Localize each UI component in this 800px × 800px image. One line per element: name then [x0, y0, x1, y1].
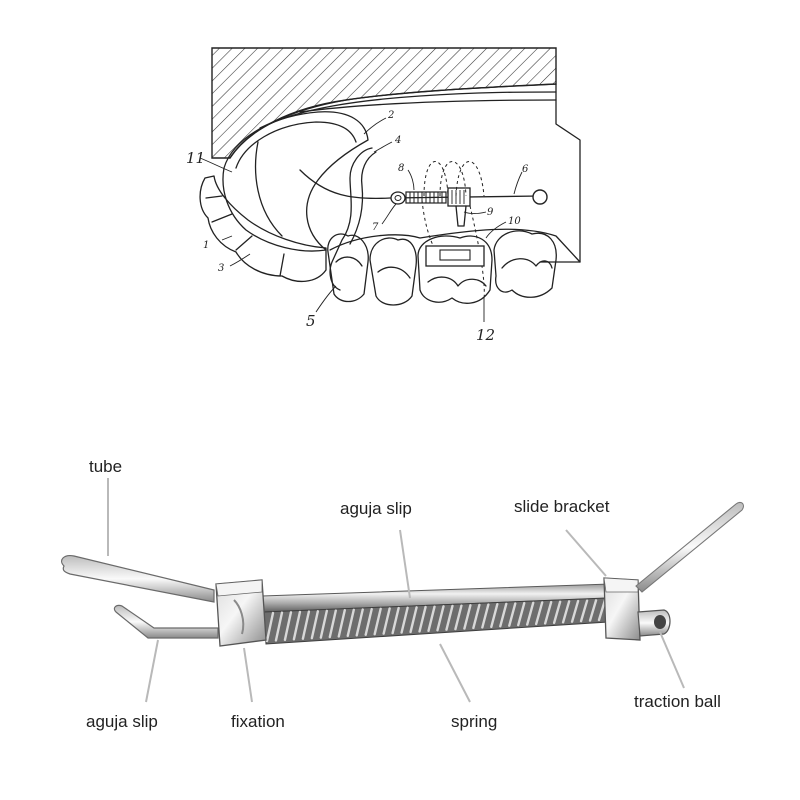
- label-spring: spring: [451, 712, 497, 731]
- wire-loop-4: [329, 147, 373, 291]
- spring-coil: [328, 609, 338, 639]
- palate-line-inner: [259, 91, 557, 129]
- spring-coil: [543, 600, 553, 625]
- patent-spring: [405, 191, 447, 204]
- acrylic-plate-inner: [235, 121, 357, 169]
- patent-slide-bracket: [447, 187, 471, 207]
- spring-coil: [337, 608, 346, 638]
- spring-coil: [265, 611, 275, 643]
- incisor-divider-3: [235, 235, 253, 251]
- banded-molar: [417, 235, 493, 304]
- main-wire: [299, 169, 541, 200]
- ref-number-7: 7: [372, 222, 379, 233]
- spring-coil: [481, 603, 490, 629]
- canine-tooth: [327, 233, 369, 303]
- ref-number-4: 4: [394, 135, 401, 146]
- spring-coil: [588, 599, 598, 622]
- spring-coil: [508, 602, 517, 627]
- spring-coil: [534, 601, 544, 626]
- spring-coil: [310, 610, 320, 640]
- ref-number-10: 10: [508, 216, 521, 227]
- ref-number-6: 6: [522, 164, 529, 175]
- spring-coil: [292, 610, 302, 641]
- spring-coil: [355, 608, 364, 637]
- gum-line: [329, 228, 581, 263]
- spring-coil: [409, 606, 418, 634]
- molar-band: [425, 245, 485, 267]
- spring-coil: [445, 604, 454, 631]
- spring-coil: [301, 610, 311, 640]
- molar-detail: [427, 276, 487, 287]
- premolar-1: [369, 237, 417, 306]
- spring-coil: [570, 599, 580, 623]
- ref-number-8: 8: [398, 163, 404, 174]
- patent-drawing: 11 2 4 8 6 7 9 10 1 3 5 12: [186, 47, 581, 344]
- spring-coil: [552, 600, 562, 625]
- tube-wire: [61, 555, 215, 603]
- spring-coil: [427, 605, 436, 632]
- ref-number-12: 12: [476, 326, 495, 344]
- front-teeth: [199, 175, 327, 282]
- canine-detail: [335, 256, 363, 267]
- ref-number-5: 5: [306, 312, 316, 330]
- patent-leaders: [199, 117, 523, 323]
- spring-coil: [561, 600, 571, 624]
- spring-coil: [436, 605, 445, 632]
- spring-coil: [579, 599, 589, 623]
- label-aguja-slip-left: aguja slip: [86, 712, 158, 731]
- slide-bracket-wire: [635, 501, 744, 593]
- spring-coil: [463, 604, 472, 630]
- spring-coil: [526, 601, 535, 626]
- patent-traction-ball: [532, 189, 548, 205]
- back-molar-detail: [501, 258, 553, 269]
- spring-coil: [364, 607, 373, 636]
- spring-coil: [373, 607, 382, 636]
- label-leaders: [107, 478, 685, 703]
- label-traction-ball: traction ball: [634, 692, 721, 711]
- spring-coil: [346, 608, 355, 638]
- spring-coil: [283, 611, 293, 642]
- aguja-slip-wire: [113, 604, 219, 639]
- ref-number-3: 3: [218, 263, 224, 274]
- ref-number-1: 1: [203, 240, 209, 251]
- label-slide-bracket: slide bracket: [514, 497, 610, 516]
- ref-number-9: 9: [487, 207, 494, 218]
- spring-coil: [274, 611, 284, 642]
- traction-ball-eyelet: [654, 615, 666, 629]
- spring-coil: [319, 609, 329, 639]
- spring-coil: [472, 603, 481, 630]
- ref-number-2: 2: [387, 110, 394, 121]
- label-tube: tube: [89, 457, 122, 476]
- acrylic-plate-edge: [254, 141, 283, 237]
- bracket-stem: [455, 205, 467, 227]
- device-illustration: [61, 501, 744, 647]
- molar-band-tube: [439, 249, 471, 261]
- spring-coil: [382, 607, 391, 635]
- spring-coil: [490, 603, 499, 629]
- hatched-bone-region: [211, 47, 557, 159]
- spring-coil: [597, 598, 607, 622]
- wire-loop-4-b: [349, 151, 377, 245]
- acrylic-plate: [222, 111, 369, 252]
- patent-eyelet: [390, 191, 406, 205]
- spring-coil: [499, 602, 508, 628]
- back-molar: [493, 230, 557, 298]
- label-fixation: fixation: [231, 712, 285, 731]
- spring-coil: [391, 606, 400, 635]
- incisor-divider-2: [211, 213, 233, 223]
- incisor-divider-1: [205, 195, 223, 199]
- ref-number-11: 11: [186, 149, 205, 167]
- spring-coil: [418, 605, 427, 633]
- label-aguja-slip-top: aguja slip: [340, 499, 412, 518]
- incisor-divider-4: [279, 253, 285, 277]
- spring-coil: [517, 601, 526, 627]
- premolar-1-detail: [377, 266, 411, 279]
- spring-coils: [265, 598, 607, 643]
- palate-line-lower: [299, 99, 557, 113]
- spring-coil: [454, 604, 463, 631]
- spring-coil: [400, 606, 409, 634]
